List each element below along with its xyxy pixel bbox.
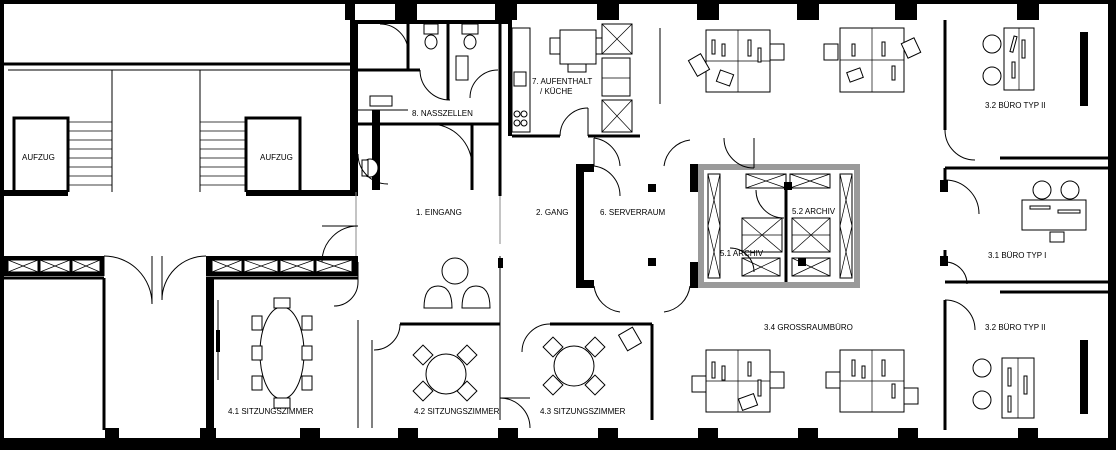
stair-right [200, 121, 246, 186]
desk-cluster-top-right [823, 27, 922, 93]
label-eingang: 1. EINGANG [416, 208, 462, 217]
desk-cluster-bottom-right [825, 349, 919, 413]
room-labels: AUFZUG AUFZUG 8. NASSZELLEN 7. AUFENTHAL… [22, 77, 1046, 416]
sitzungszimmer-4-1 [206, 276, 373, 428]
serverraum [576, 137, 698, 313]
label-gang: 2. GANG [536, 208, 568, 217]
label-aufzug-right: AUFZUG [260, 153, 293, 162]
label-aufzug-left: AUFZUG [22, 153, 55, 162]
label-aufenthalt: 7. AUFENTHALT [532, 77, 592, 86]
label-archiv-5-1: 5.1 ARCHIV [720, 249, 764, 258]
archive-shelves [707, 173, 853, 279]
label-buero-typ2-bottom: 3.2 BÜRO TYP II [985, 323, 1046, 332]
label-archiv-5-2: 5.2 ARCHIV [792, 207, 836, 216]
label-buero-typ1: 3.1 BÜRO TYP I [988, 251, 1046, 260]
label-nasszellen: 8. NASSZELLEN [412, 109, 473, 118]
open-office-desks [687, 27, 922, 413]
label-sitzungszimmer-4-1: 4.1 SITZUNGSZIMMER [228, 407, 314, 416]
entrance-area [321, 192, 503, 420]
stair-core [4, 20, 358, 196]
archiv [698, 137, 860, 288]
label-sitzungszimmer-4-3: 4.3 SITZUNGSZIMMER [540, 407, 626, 416]
label-serverraum: 6. SERVERRAUM [600, 208, 666, 217]
sitzungszimmer-4-2 [373, 322, 500, 402]
corridor-strips [4, 255, 358, 430]
label-sitzungszimmer-4-2: 4.2 SITZUNGSZIMMER [414, 407, 500, 416]
desk-cluster-top-left [687, 29, 785, 93]
sitzungszimmer-4-3 [499, 322, 654, 429]
label-grossraumbuero: 3.4 GROSSRAUMBÜRO [764, 323, 853, 332]
stair-left [67, 118, 112, 192]
label-buero-typ2-top: 3.2 BÜRO TYP II [985, 101, 1046, 110]
desk-cluster-bottom-left [691, 349, 785, 413]
right-offices [940, 20, 1108, 430]
nasszellen-block [357, 20, 661, 196]
label-kueche: / KÜCHE [540, 87, 572, 96]
